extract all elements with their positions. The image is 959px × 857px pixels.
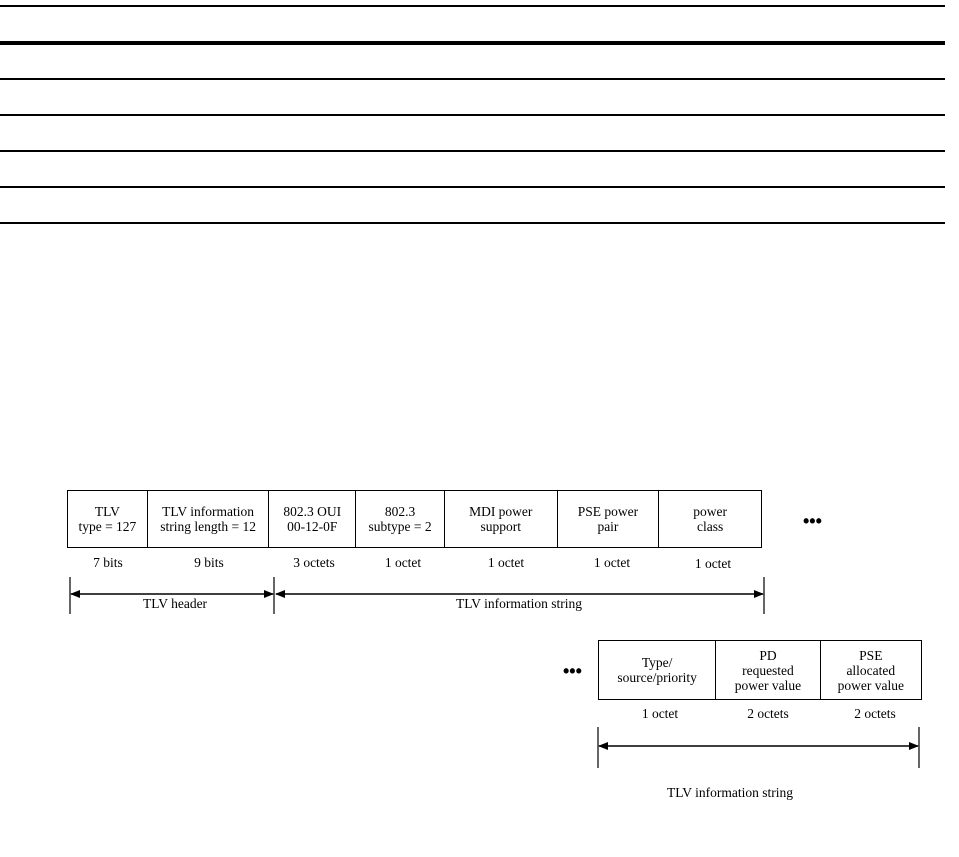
field-type-source-priority: Type/ source/priority: [599, 641, 717, 699]
size-oui: 3 octets: [293, 555, 335, 570]
table-rule: [0, 78, 945, 80]
tlv-info-string-label: TLV information string: [456, 596, 582, 611]
size-pse-power-pair: 1 octet: [593, 555, 631, 570]
field-tlv-info-length: TLV information string length = 12: [148, 491, 270, 547]
table-rule-bottom: [0, 222, 945, 224]
row2-info-string-label: TLV information string: [667, 785, 793, 800]
size-power-class: 1 octet: [694, 556, 732, 571]
table-rule: [0, 186, 945, 188]
size-type-source-priority: 1 octet: [641, 706, 679, 721]
tlv-header-label: TLV header: [142, 596, 208, 611]
tlv-frame-row-2: Type/ source/priority PD requested power…: [598, 640, 922, 700]
table-rule: [0, 150, 945, 152]
tlv-frame-row-1: TLV type = 127 TLV information string le…: [67, 490, 762, 548]
table-rule-header: [0, 41, 945, 45]
field-subtype: 802.3 subtype = 2: [356, 491, 445, 547]
size-pse-allocated-power: 2 octets: [854, 706, 896, 721]
field-oui: 802.3 OUI 00-12-0F: [269, 491, 357, 547]
size-pd-requested-power: 2 octets: [747, 706, 789, 721]
field-tlv-type: TLV type = 127: [68, 491, 148, 547]
field-power-class: power class: [693, 504, 728, 534]
field-pse-power-pair: PSE power pair: [558, 491, 660, 547]
field-pse-allocated-power: PSE allocated power value: [837, 647, 904, 693]
row1-ellipsis: •••: [803, 511, 822, 531]
table-rule: [0, 114, 945, 116]
size-tlv-info-length: 9 bits: [194, 555, 224, 570]
field-pd-requested-power: PD requested power value: [716, 641, 821, 699]
size-tlv-type: 7 bits: [93, 555, 123, 570]
size-subtype: 1 octet: [384, 555, 422, 570]
table-rule-top: [0, 5, 945, 7]
size-mdi-power-support: 1 octet: [487, 555, 525, 570]
row2-ellipsis: •••: [563, 661, 582, 681]
field-mdi-power-support: MDI power support: [445, 491, 558, 547]
